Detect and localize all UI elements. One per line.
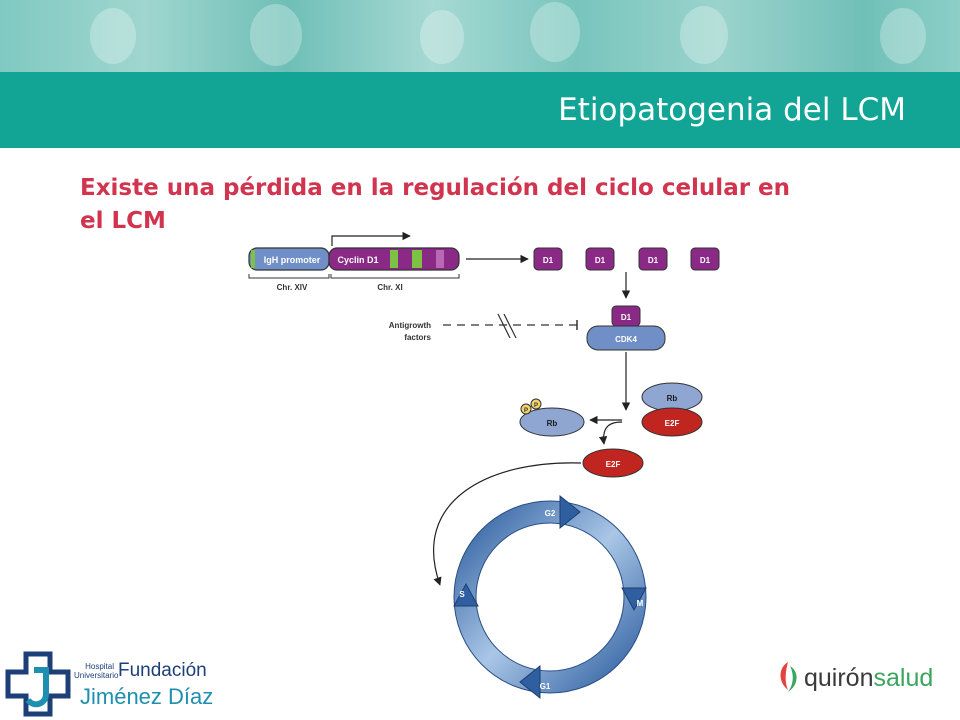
e2f-to-s-arrow bbox=[433, 462, 582, 586]
quiron-text: quirón bbox=[804, 664, 874, 692]
fjd-fundacion-text: Fundación bbox=[118, 660, 207, 681]
e2f-release-arrow bbox=[598, 421, 623, 445]
photo-face bbox=[90, 8, 136, 64]
s-arrowhead bbox=[453, 582, 479, 607]
rb-ellipse bbox=[519, 407, 585, 437]
g1-label: G1 bbox=[540, 682, 551, 691]
d1-box bbox=[690, 247, 720, 271]
cdk4-box bbox=[586, 325, 666, 351]
cycle-inner-edge bbox=[475, 522, 625, 672]
g2-arrowhead bbox=[559, 494, 581, 530]
light-band bbox=[436, 250, 444, 268]
fjd-cross-icon bbox=[5, 651, 71, 717]
d1-label: D1 bbox=[621, 313, 632, 322]
igh-promoter-label: IgH promoter bbox=[264, 255, 321, 265]
cycle-band bbox=[454, 501, 646, 693]
rb-e2f-complex: Rb E2F bbox=[641, 382, 703, 437]
g2-label: G2 bbox=[545, 509, 556, 518]
photo-face bbox=[530, 2, 580, 62]
cell-cycle-diagram: IgH promoter Cyclin D1 Chr. XIV Chr. XI … bbox=[248, 231, 720, 700]
phosphate-label: P bbox=[524, 408, 528, 414]
free-e2f-ellipse bbox=[582, 448, 644, 478]
photo-face bbox=[880, 8, 926, 64]
rb-label: Rb bbox=[547, 419, 558, 428]
antigrowth-label-1: Antigrowth bbox=[389, 321, 431, 330]
d1-cdk4-complex: D1 CDK4 bbox=[586, 305, 666, 351]
bracket-chr-xiv bbox=[248, 274, 330, 279]
chromosome: IgH promoter Cyclin D1 Chr. XIV Chr. XI bbox=[248, 231, 460, 292]
photo-face bbox=[420, 10, 464, 64]
chr-xiv-label: Chr. XIV bbox=[277, 283, 308, 292]
bracket-chr-xi bbox=[330, 274, 460, 279]
blocked-mark bbox=[497, 313, 517, 339]
quiron-leaf-icon bbox=[780, 662, 797, 692]
cyclin-d1-label: Cyclin D1 bbox=[337, 255, 378, 265]
fundacion-jimenez-diaz-logo: Hospital Universitario Fundación Jiménez… bbox=[4, 648, 234, 718]
green-band bbox=[412, 250, 422, 268]
chr-xi-label: Chr. XI bbox=[377, 283, 402, 292]
g1-arrowhead bbox=[519, 664, 541, 700]
green-band bbox=[390, 250, 398, 268]
fjd-universitario-text: Universitario bbox=[74, 671, 119, 680]
title-bar bbox=[0, 72, 960, 148]
m-arrowhead bbox=[621, 587, 647, 612]
d1-box bbox=[638, 247, 668, 271]
d1-label: D1 bbox=[595, 256, 606, 265]
d1-box bbox=[533, 247, 563, 271]
fjd-hospital-text: Hospital bbox=[85, 662, 114, 671]
phosphate-circle bbox=[530, 398, 542, 410]
salud-text: salud bbox=[873, 664, 934, 692]
d1-label: D1 bbox=[700, 256, 711, 265]
cycle-outer-edge bbox=[453, 500, 647, 694]
slide-subtitle: Existe una pérdida en la regulación del … bbox=[80, 175, 791, 234]
photo-face bbox=[680, 6, 728, 64]
cell-cycle-ring: G2 M G1 S bbox=[453, 494, 647, 700]
e2f-ellipse bbox=[641, 407, 703, 437]
green-band bbox=[251, 250, 255, 268]
quironsalud-wordmark: quirónsalud bbox=[804, 664, 933, 693]
phosphate-circle bbox=[520, 403, 532, 415]
e2f-label: E2F bbox=[665, 419, 680, 428]
transcription-arrow bbox=[331, 231, 411, 246]
phospho-rb: Rb P P bbox=[519, 398, 585, 437]
slide-title: Etiopatogenia del LCM bbox=[558, 92, 906, 128]
phosphate-label: P bbox=[534, 403, 538, 409]
s-label: S bbox=[459, 590, 465, 599]
m-label: M bbox=[637, 599, 644, 608]
antigrowth-label-2: factors bbox=[404, 333, 431, 342]
d1-label: D1 bbox=[648, 256, 659, 265]
d1-row: D1 D1 D1 D1 bbox=[533, 247, 720, 271]
d1-label: D1 bbox=[543, 256, 554, 265]
header-photo-strip bbox=[0, 0, 960, 72]
d1-box bbox=[585, 247, 615, 271]
quironsalud-logo: quirónsalud bbox=[776, 654, 946, 704]
photo-face bbox=[250, 4, 302, 66]
free-e2f-label: E2F bbox=[606, 460, 621, 469]
rb-label: Rb bbox=[667, 394, 678, 403]
fjd-name-text: Jiménez Díaz bbox=[80, 684, 214, 709]
cdk4-label: CDK4 bbox=[615, 335, 637, 344]
